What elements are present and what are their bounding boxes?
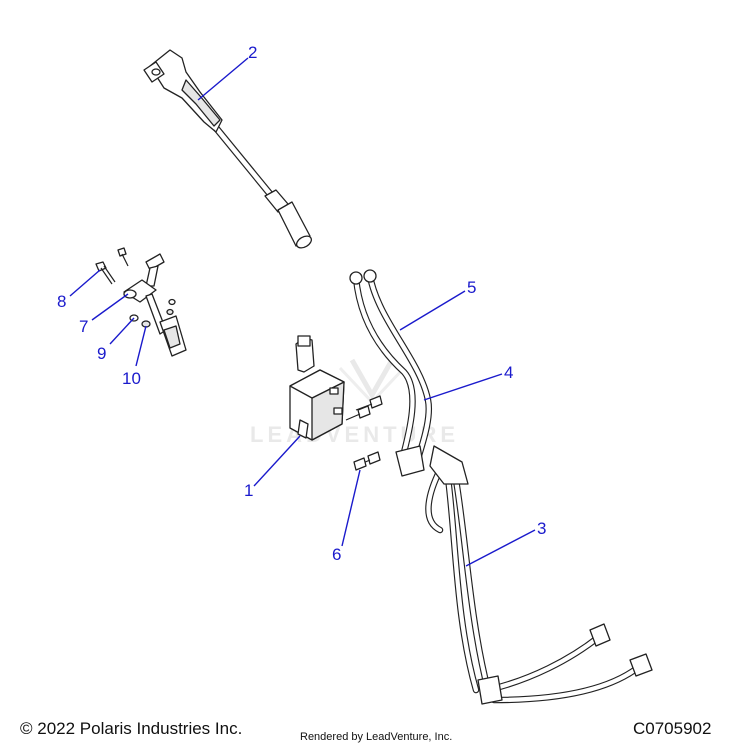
rendered-by-text: Rendered by LeadVenture, Inc. [300, 731, 453, 743]
copyright-text: © 2022 Polaris Industries Inc. [20, 719, 243, 738]
leader-1 [253, 435, 301, 487]
leader-10 [135, 325, 147, 367]
part-7-switch-lever [123, 253, 187, 357]
callout-10: 10 [122, 369, 141, 388]
leader-9 [109, 317, 135, 345]
part-4-cable [363, 269, 433, 477]
callout-8: 8 [57, 292, 66, 311]
part-8-screw [95, 247, 129, 285]
callout-4: 4 [504, 363, 513, 382]
part-5-cable [349, 271, 416, 464]
diagram-code: C0705902 [633, 719, 712, 738]
callout-9: 9 [97, 344, 106, 363]
callout-7: 7 [79, 317, 88, 336]
leader-8 [69, 269, 101, 297]
leader-5 [399, 290, 466, 331]
callout-5: 5 [467, 278, 476, 297]
part-1-solenoid [289, 335, 345, 441]
leader-7 [91, 293, 129, 321]
callout-1: 1 [244, 481, 253, 500]
part-3-harness [425, 445, 653, 705]
leader-3 [465, 529, 536, 567]
part-10-nut [141, 308, 174, 328]
callout-3: 3 [537, 519, 546, 538]
part-6-screws [345, 395, 383, 471]
callout-6: 6 [332, 545, 341, 564]
part-2-throttle-handle [143, 49, 313, 249]
callout-2: 2 [248, 43, 257, 62]
leader-2 [197, 57, 249, 101]
leader-6 [341, 469, 361, 547]
leader-4 [423, 373, 503, 401]
